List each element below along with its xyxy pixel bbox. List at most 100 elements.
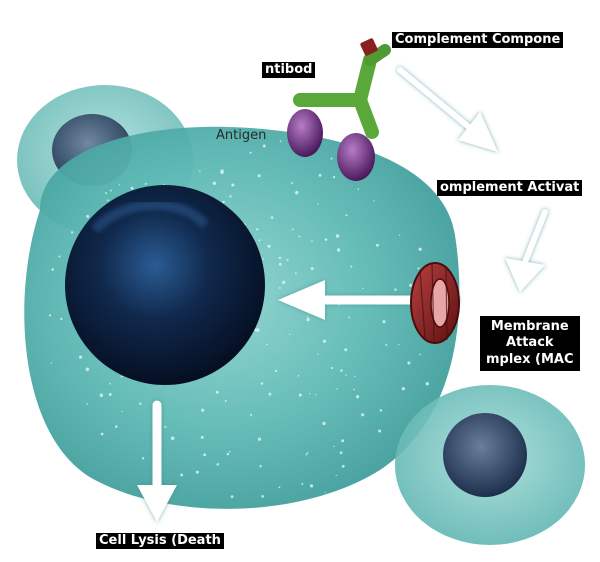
speckle bbox=[267, 244, 271, 248]
speckle bbox=[115, 425, 118, 428]
label-cell-lysis: Cell Lysis (Death bbox=[96, 533, 224, 550]
speckle bbox=[306, 452, 309, 454]
speckle bbox=[309, 392, 311, 395]
speckle bbox=[354, 376, 356, 378]
speckle bbox=[278, 486, 281, 489]
speckle bbox=[335, 474, 337, 477]
speckle bbox=[418, 247, 422, 251]
speckle bbox=[378, 429, 382, 433]
speckle bbox=[249, 413, 253, 416]
speckle bbox=[279, 140, 282, 143]
speckle bbox=[141, 457, 145, 460]
speckle bbox=[407, 361, 411, 365]
speckle bbox=[336, 248, 341, 252]
speckle bbox=[257, 437, 262, 441]
speckle bbox=[357, 188, 360, 190]
arrow-to-mac bbox=[505, 209, 548, 292]
speckle bbox=[348, 316, 350, 319]
speckle bbox=[266, 343, 268, 345]
speckle bbox=[398, 234, 401, 236]
speckle bbox=[310, 267, 314, 271]
speckle bbox=[229, 195, 232, 198]
speckle bbox=[85, 367, 90, 372]
speckle bbox=[330, 157, 333, 160]
speckle bbox=[106, 199, 109, 202]
speckle bbox=[258, 239, 261, 242]
speckle bbox=[144, 182, 147, 185]
speckle bbox=[297, 374, 300, 377]
speckle bbox=[262, 258, 265, 260]
speckle bbox=[278, 286, 281, 289]
nucleus bbox=[65, 185, 265, 385]
speckle bbox=[50, 362, 53, 364]
speckle bbox=[401, 387, 405, 391]
speckle bbox=[340, 369, 343, 372]
speckle bbox=[425, 381, 430, 386]
speckle bbox=[70, 231, 74, 234]
speckle bbox=[130, 186, 134, 190]
speckle bbox=[108, 393, 112, 396]
antibody bbox=[293, 44, 391, 139]
speckle bbox=[170, 436, 175, 441]
speckle bbox=[339, 451, 343, 455]
speckle bbox=[298, 393, 302, 397]
speckle bbox=[212, 181, 217, 185]
arrow-to-activation bbox=[397, 67, 498, 152]
speckle bbox=[362, 287, 364, 290]
speckle bbox=[195, 470, 199, 474]
speckle bbox=[307, 316, 309, 318]
speckle bbox=[317, 353, 319, 355]
speckle bbox=[385, 344, 388, 346]
speckle bbox=[201, 408, 205, 412]
speckle bbox=[315, 393, 317, 396]
speckle bbox=[379, 409, 383, 412]
speckle bbox=[398, 343, 400, 346]
mac-pore-icon bbox=[410, 262, 460, 344]
speckle bbox=[51, 268, 54, 271]
speckle bbox=[262, 144, 266, 148]
speckle bbox=[199, 170, 201, 173]
speckle bbox=[215, 390, 219, 394]
speckle bbox=[231, 183, 235, 187]
speckle bbox=[294, 272, 297, 275]
speckle bbox=[409, 283, 413, 287]
speckle bbox=[216, 463, 220, 466]
speckle bbox=[282, 280, 286, 284]
speckle bbox=[249, 151, 252, 154]
speckle bbox=[382, 320, 386, 324]
speckle bbox=[290, 182, 293, 185]
speckle bbox=[259, 464, 262, 468]
speckle bbox=[350, 265, 353, 268]
speckle bbox=[318, 173, 322, 177]
speckle bbox=[230, 495, 234, 498]
speckle bbox=[353, 388, 356, 391]
speckle bbox=[86, 403, 88, 405]
speckle bbox=[48, 314, 52, 317]
speckle bbox=[274, 369, 278, 373]
speckle bbox=[86, 214, 90, 218]
speckle bbox=[291, 228, 294, 231]
speckle bbox=[200, 435, 204, 439]
speckle bbox=[180, 473, 184, 477]
label-mac: Membrane Attack mplex (MAC bbox=[480, 316, 580, 371]
speckle bbox=[261, 495, 264, 498]
speckle bbox=[224, 400, 227, 402]
speckle bbox=[203, 453, 207, 457]
speckle bbox=[322, 421, 326, 426]
speckle bbox=[228, 450, 231, 453]
speckle bbox=[288, 333, 291, 336]
speckle bbox=[345, 374, 347, 376]
speckle bbox=[163, 183, 166, 186]
label-complement-activation: omplement Activat bbox=[437, 180, 583, 197]
speckle bbox=[270, 216, 274, 219]
label-antigen: Antigen bbox=[216, 128, 267, 143]
speckle bbox=[332, 176, 336, 179]
speckle bbox=[100, 432, 104, 436]
speckle bbox=[220, 169, 224, 173]
speckle bbox=[341, 439, 345, 443]
speckle bbox=[376, 243, 379, 247]
speckle bbox=[306, 317, 310, 322]
antigen-molecules bbox=[287, 109, 375, 181]
speckle bbox=[255, 328, 260, 332]
speckle bbox=[78, 355, 83, 359]
